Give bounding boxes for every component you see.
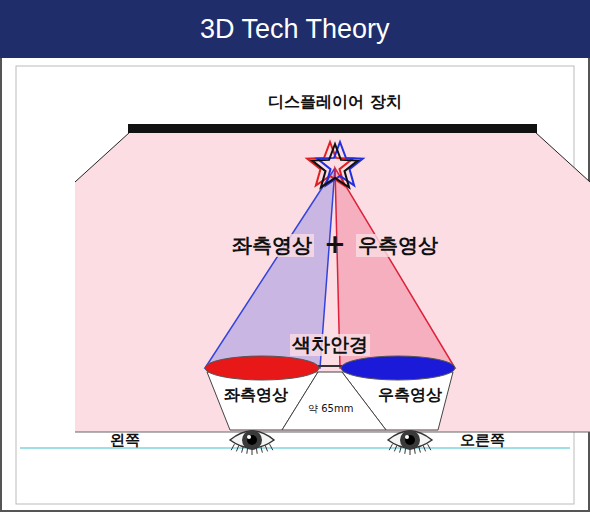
display-label: 디스플레이어 장치 [266, 93, 404, 111]
right-image-label: 우측영상 [356, 234, 440, 257]
left-eye-image-label: 좌측영상 [222, 386, 290, 404]
pupil [247, 435, 257, 445]
right-label: 오른쪽 [458, 432, 507, 449]
lash [400, 447, 402, 453]
glasses-bridge [318, 365, 342, 367]
title-bar: 3D Tech Theory [0, 0, 590, 58]
lash [231, 444, 234, 450]
lash [270, 444, 273, 450]
star-black [312, 144, 358, 187]
iris [400, 430, 420, 450]
display-bar [128, 124, 537, 133]
lash [404, 448, 406, 454]
lash [394, 445, 396, 451]
pupil [405, 435, 415, 445]
eye [230, 430, 274, 455]
lash [389, 444, 392, 450]
lash [410, 449, 411, 455]
region-edge [535, 132, 590, 182]
eye-gap [282, 372, 386, 430]
lash [261, 447, 263, 453]
iris [242, 430, 262, 450]
lash [419, 447, 421, 453]
right-eye-image-label: 우측영상 [376, 386, 444, 404]
eye [388, 430, 432, 455]
eyes [230, 430, 432, 455]
lash [252, 449, 253, 455]
lash [242, 447, 244, 453]
left-image-label: 좌측영상 [230, 234, 314, 257]
red-lens [205, 356, 319, 380]
lash [246, 448, 248, 454]
ground-line [75, 432, 590, 433]
blue-lens [341, 356, 455, 380]
glasses-label: 색차안경 [290, 334, 370, 356]
lash [423, 445, 425, 451]
distance-label: 약 65mm [306, 403, 355, 415]
highlight [405, 435, 409, 439]
region-edge [75, 132, 130, 182]
lash [256, 448, 258, 454]
plus-sign: + [322, 230, 348, 260]
highlight [247, 435, 251, 439]
viewing-region [75, 132, 590, 432]
lash [236, 445, 238, 451]
lash [428, 444, 431, 450]
title: 3D Tech Theory [200, 14, 390, 45]
lash [265, 445, 267, 451]
lash [414, 448, 416, 454]
left-label: 왼쪽 [108, 432, 142, 449]
